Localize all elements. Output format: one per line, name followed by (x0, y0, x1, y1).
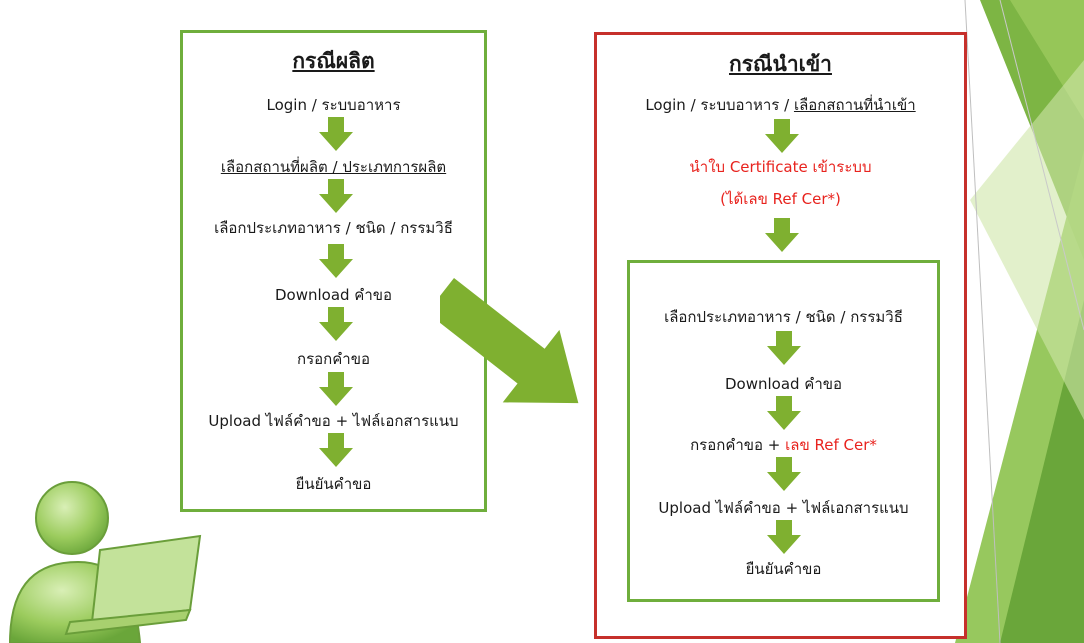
import-inner-steps-panel: เลือกประเภทอาหาร / ชนิด / กรรมวิธี Downl… (627, 260, 940, 602)
fill-form-text: กรอกคำขอ + (690, 436, 786, 454)
step-ref-cer-number: (ได้เลข Ref Cer*) (720, 190, 841, 208)
step-download: Download คำขอ (724, 375, 843, 393)
down-arrow-icon (767, 457, 801, 491)
down-arrow-icon (319, 117, 353, 151)
step-select-site: เลือกสถานที่ผลิต / ประเภทการผลิต (220, 158, 447, 176)
down-arrow-icon (319, 244, 353, 278)
step-select-food-type: เลือกประเภทอาหาร / ชนิด / กรรมวิธี (214, 219, 453, 237)
select-import-site-text: เลือกสถานที่นำเข้า (793, 96, 916, 114)
step-download: Download คำขอ (274, 286, 393, 304)
down-arrow-icon (767, 331, 801, 365)
panel-title: กรณีผลิต (292, 49, 375, 73)
ref-cer-text: เลข Ref Cer* (785, 436, 877, 454)
step-select-food-type: เลือกประเภทอาหาร / ชนิด / กรรมวิธี (664, 308, 903, 326)
down-arrow-icon (767, 396, 801, 430)
import-case-panel: กรณีนำเข้า Login / ระบบอาหาร / เลือกสถาน… (594, 32, 967, 639)
step-confirm: ยืนยันคำขอ (745, 560, 822, 578)
down-arrow-icon (765, 218, 799, 252)
step-login: Login / ระบบอาหาร (266, 96, 401, 114)
step-fill-form: กรอกคำขอ + เลข Ref Cer* (630, 433, 937, 457)
step-login: Login / ระบบอาหาร / เลือกสถานที่นำเข้า (597, 93, 964, 117)
step-confirm: ยืนยันคำขอ (295, 475, 372, 493)
transition-arrow-icon (440, 278, 579, 404)
person-laptop-icon (8, 481, 202, 643)
down-arrow-icon (319, 179, 353, 213)
login-text: Login / ระบบอาหาร / (645, 96, 794, 114)
step-fill-form: กรอกคำขอ (297, 350, 370, 368)
down-arrow-icon (319, 433, 353, 467)
down-arrow-icon (765, 119, 799, 153)
step-upload: Upload ไฟล์คำขอ + ไฟล์เอกสารแนบ (208, 412, 459, 430)
panel-title: กรณีนำเข้า (729, 52, 832, 76)
step-import-certificate: นำใบ Certificate เข้าระบบ (689, 158, 872, 176)
down-arrow-icon (319, 307, 353, 341)
manufacture-case-panel: กรณีผลิต Login / ระบบอาหาร เลือกสถานที่ผ… (180, 30, 487, 512)
step-upload: Upload ไฟล์คำขอ + ไฟล์เอกสารแนบ (658, 499, 909, 517)
down-arrow-icon (767, 520, 801, 554)
down-arrow-icon (319, 372, 353, 406)
